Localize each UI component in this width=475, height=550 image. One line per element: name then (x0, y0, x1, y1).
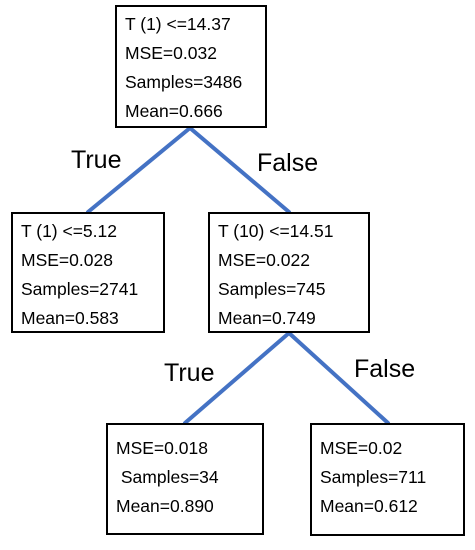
node-mse: MSE=0.018 (116, 438, 208, 458)
node-mse: MSE=0.028 (21, 250, 113, 270)
edge-label-true: True (164, 359, 215, 387)
tree-node-root: T (1) <=14.37 MSE=0.032 Samples=3486 Mea… (115, 5, 267, 128)
node-mean: Mean=0.890 (116, 496, 214, 516)
node-samples: Samples=711 (320, 467, 427, 487)
edge-right-to-ll (183, 331, 291, 425)
node-mean: Mean=0.583 (21, 308, 119, 328)
node-mse: MSE=0.022 (218, 250, 310, 270)
node-mean: Mean=0.666 (125, 101, 223, 121)
tree-leaf-right-right: MSE=0.02 Samples=711 Mean=0.612 (310, 423, 465, 536)
edge-label-true: True (71, 146, 122, 174)
split-condition: T (1) <=14.37 (125, 14, 231, 34)
split-condition: T (1) <=5.12 (21, 221, 117, 241)
edge-label-false: False (257, 149, 319, 177)
tree-node-right: T (10) <=14.51 MSE=0.022 Samples=745 Mea… (208, 212, 370, 333)
edge-root-to-right (188, 126, 291, 214)
node-samples: Samples=2741 (21, 279, 139, 299)
split-condition: T (10) <=14.51 (218, 221, 334, 241)
node-samples: Samples=34 (116, 467, 219, 487)
edge-root-to-left (86, 126, 192, 214)
edge-right-to-rr (287, 331, 390, 425)
edge-label-false: False (354, 355, 416, 383)
node-samples: Samples=745 (218, 279, 326, 299)
node-mean: Mean=0.612 (320, 496, 418, 516)
tree-leaf-right-left: MSE=0.018 Samples=34 Mean=0.890 (106, 423, 264, 535)
node-samples: Samples=3486 (125, 72, 243, 92)
node-mean: Mean=0.749 (218, 308, 316, 328)
node-mse: MSE=0.02 (320, 438, 403, 458)
node-mse: MSE=0.032 (125, 43, 217, 63)
tree-node-left: T (1) <=5.12 MSE=0.028 Samples=2741 Mean… (11, 212, 165, 333)
